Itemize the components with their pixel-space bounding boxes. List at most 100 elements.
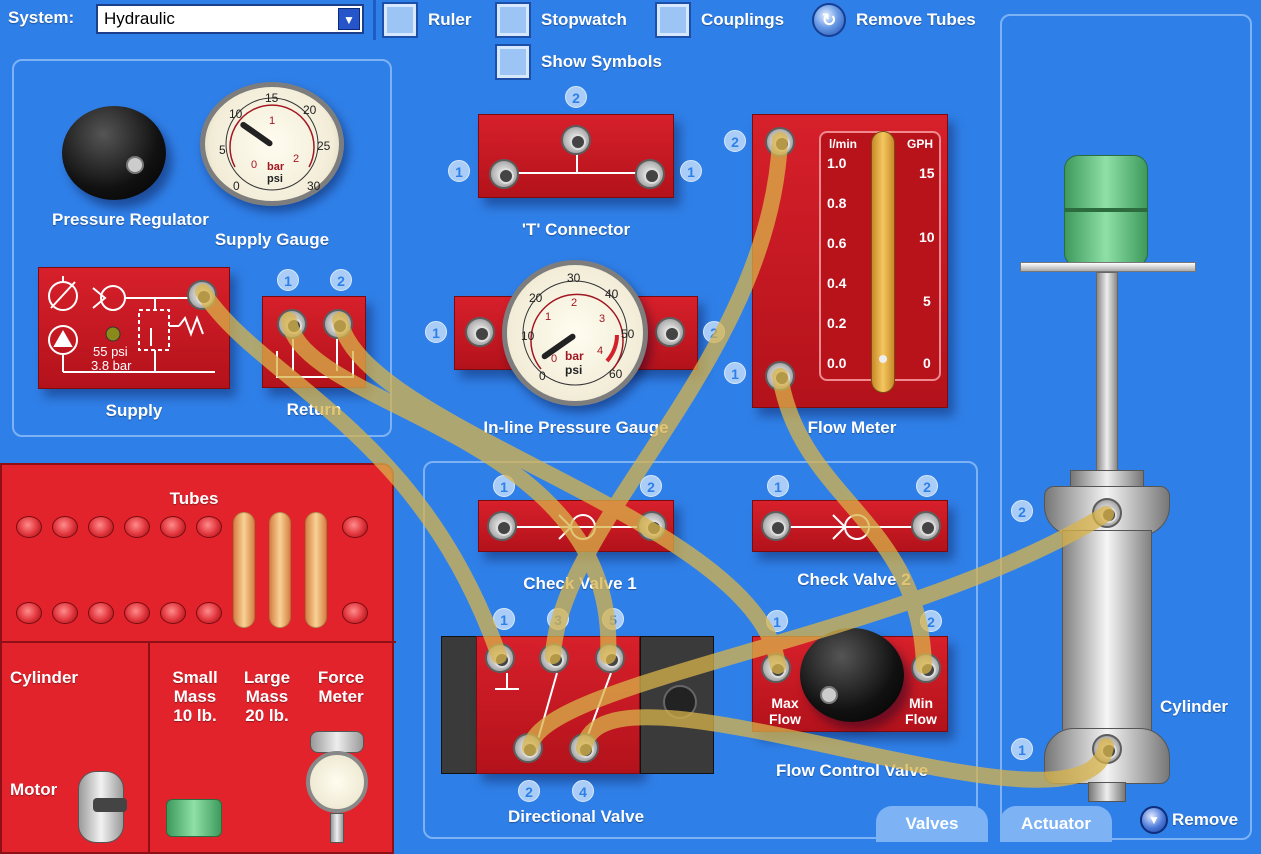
directional-port-number: 5	[602, 608, 624, 630]
flow-meter-gph-unit: GPH	[907, 137, 934, 151]
t-connector-port-right[interactable]	[635, 159, 665, 189]
directional-valve-handle-icon[interactable]	[663, 685, 697, 719]
directional-valve-left-cap	[441, 636, 477, 774]
directional-valve-label: Directional Valve	[507, 807, 645, 826]
couplings-label[interactable]: Couplings	[701, 10, 785, 29]
check-valve-2-port-2[interactable]	[911, 511, 941, 541]
force-meter-stem	[330, 813, 344, 843]
motor-icon[interactable]	[78, 771, 127, 843]
tube-peg	[16, 602, 42, 624]
directional-port-2[interactable]	[513, 733, 543, 763]
pressure-regulator-knob[interactable]	[62, 106, 166, 200]
gauge-bar-tick: 3	[599, 313, 606, 325]
gauge-tick-label: 30	[307, 179, 321, 193]
cylinder-port-2[interactable]	[1092, 498, 1122, 528]
gauge-dial-icon	[225, 97, 319, 191]
check-valve-2-port-1[interactable]	[761, 511, 791, 541]
t-connector-port-top[interactable]	[561, 125, 591, 155]
directional-port-number: 3	[547, 608, 569, 630]
cylinder-port-number: 1	[1011, 738, 1033, 760]
show-symbols-label[interactable]: Show Symbols	[541, 52, 662, 71]
remove-icon[interactable]: ▼	[1140, 806, 1168, 834]
inline-gauge-port-1[interactable]	[465, 317, 495, 347]
show-symbols-checkbox[interactable]	[495, 44, 531, 80]
system-dropdown[interactable]: Hydraulic ▼	[96, 4, 364, 34]
tab-actuator[interactable]: Actuator	[1000, 806, 1112, 842]
directional-port-1[interactable]	[485, 643, 515, 673]
spare-tube[interactable]	[269, 512, 291, 628]
force-meter-dial	[306, 751, 368, 813]
flow-control-port-2[interactable]	[911, 653, 941, 683]
directional-valve	[476, 636, 640, 774]
force-meter-icon[interactable]	[306, 731, 368, 843]
return-port-1[interactable]	[277, 309, 307, 339]
inline-gauge-port-number: 2	[703, 321, 725, 343]
cylinder-platform	[1020, 262, 1196, 272]
small-mass-label: Small Mass 10 lb.	[172, 668, 218, 725]
force-meter-label: Force Meter	[317, 668, 365, 706]
tube-peg	[196, 602, 222, 624]
supply-gauge: 0 5 10 15 20 25 30 0 1 2 bar psi	[200, 82, 344, 206]
remove-tubes-button[interactable]: ↻	[812, 3, 846, 37]
remove-actuator-button[interactable]: Remove	[1172, 810, 1239, 829]
inline-gauge-label: In-line Pressure Gauge	[483, 418, 669, 437]
directional-port-3[interactable]	[539, 643, 569, 673]
mass-block[interactable]	[1064, 155, 1148, 267]
tube-peg	[88, 602, 114, 624]
large-mass-label: Large Mass 20 lb.	[243, 668, 291, 725]
gauge-bar-tick: 4	[597, 345, 604, 357]
force-meter-hook	[310, 731, 364, 753]
couplings-checkbox[interactable]	[655, 2, 691, 38]
small-mass-block[interactable]	[166, 799, 222, 837]
flow-control-port-1[interactable]	[761, 653, 791, 683]
supply-bar-readout: 3.8 bar	[91, 358, 132, 373]
tab-valves[interactable]: Valves	[876, 806, 988, 842]
spare-tube[interactable]	[305, 512, 327, 628]
toolbar-divider	[373, 0, 376, 40]
directional-port-5[interactable]	[595, 643, 625, 673]
system-dropdown-value: Hydraulic	[104, 9, 175, 28]
t-connector-port-left[interactable]	[489, 159, 519, 189]
return-port-number: 1	[277, 269, 299, 291]
check-valve-2	[752, 500, 948, 552]
stopwatch-checkbox[interactable]	[495, 2, 531, 38]
check-valve-2-port-number: 2	[916, 475, 938, 497]
remove-tubes-label[interactable]: Remove Tubes	[856, 10, 976, 29]
t-connector-port-number: 1	[448, 160, 470, 182]
t-connector-port-number: 1	[680, 160, 702, 182]
supply-label: Supply	[105, 401, 163, 420]
check-valve-2-label: Check Valve 2	[797, 570, 911, 589]
gauge-unit-psi: psi	[565, 363, 583, 377]
flow-meter-port-2[interactable]	[765, 127, 795, 157]
gauge-tick-label: 0	[233, 179, 240, 193]
flow-meter-float	[879, 355, 887, 363]
motor-bin-label: Motor	[10, 780, 58, 799]
inline-gauge-port-2[interactable]	[655, 317, 685, 347]
tube-peg	[52, 516, 78, 538]
mass-divider	[1065, 208, 1147, 212]
inline-pressure-gauge: 0 10 20 30 40 50 60 0 1 2 3 4 bar psi	[502, 260, 648, 406]
flow-meter-tube	[871, 131, 895, 393]
check-valve-1-label: Check Valve 1	[523, 574, 637, 593]
chevron-down-icon[interactable]: ▼	[338, 8, 360, 30]
directional-port-4[interactable]	[569, 733, 599, 763]
gauge-tick-label: 20	[529, 291, 543, 305]
flow-control-knob[interactable]	[800, 628, 904, 722]
flow-meter-port-1[interactable]	[765, 361, 795, 391]
supply-port[interactable]	[187, 280, 217, 310]
gauge-tick-label: 10	[521, 329, 535, 343]
stopwatch-label[interactable]: Stopwatch	[541, 10, 627, 29]
directional-valve-actuator[interactable]	[640, 636, 714, 774]
ruler-label[interactable]: Ruler	[428, 10, 472, 29]
cylinder-rod	[1096, 272, 1118, 492]
return-port-2[interactable]	[323, 309, 353, 339]
cylinder-port-1[interactable]	[1092, 734, 1122, 764]
spare-tube[interactable]	[233, 512, 255, 628]
check-valve-1-port-2[interactable]	[637, 511, 667, 541]
cylinder-bin-label: Cylinder	[10, 668, 79, 687]
check-valve-1-port-number: 2	[640, 475, 662, 497]
flow-lmin-tick: 0.6	[827, 235, 847, 251]
gauge-tick-label: 0	[539, 369, 546, 383]
check-valve-1-port-1[interactable]	[487, 511, 517, 541]
ruler-checkbox[interactable]	[382, 2, 418, 38]
